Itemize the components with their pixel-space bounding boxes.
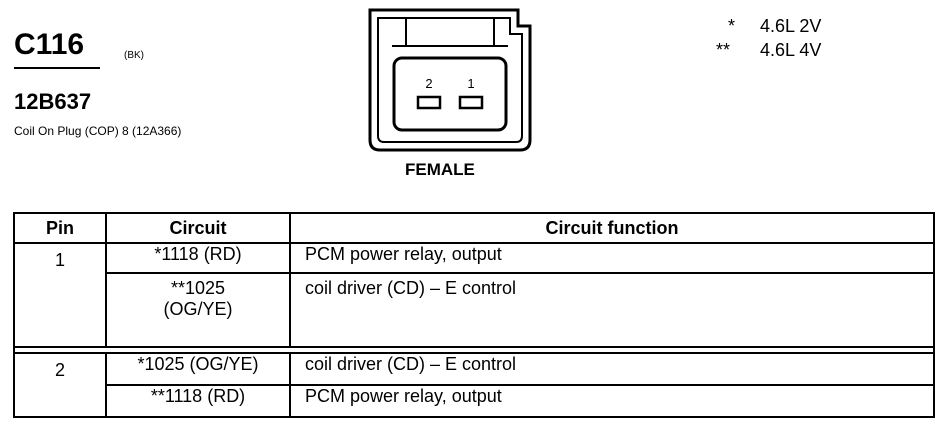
connector-color: (BK): [124, 50, 144, 61]
connector-id: C116: [14, 28, 85, 61]
engine-legend: * 4.6L 2V ** 4.6L 4V: [716, 14, 821, 62]
component-description: Coil On Plug (COP) 8 (12A366): [14, 124, 182, 138]
pin-label-2: 2: [425, 76, 432, 91]
pin-cell: 2: [13, 352, 107, 418]
table-header-row: Pin Circuit Circuit function: [13, 212, 935, 244]
table-separator: [13, 346, 935, 354]
connector-face-drawing: 2 1: [368, 8, 532, 152]
circuit-cell: *1025 (OG/YE): [105, 352, 291, 386]
header-pin: Pin: [13, 212, 107, 244]
table-row: **1118 (RD) PCM power relay, output: [14, 384, 935, 418]
legend-mark: *: [728, 15, 736, 36]
pin-table: Pin Circuit Circuit function 1 *1118 (RD…: [13, 212, 935, 418]
pin-cell: 1: [13, 242, 107, 348]
circuit-line: (OG/YE): [163, 299, 233, 319]
table-row: **1025 (OG/YE) coil driver (CD) – E cont…: [14, 272, 935, 348]
circuit-cell: **1118 (RD): [105, 384, 291, 418]
view-label: FEMALE: [405, 160, 475, 179]
pin-label-1: 1: [467, 76, 474, 91]
table-row: 1 *1118 (RD) PCM power relay, output: [13, 242, 935, 348]
circuit-cell: *1118 (RD): [105, 242, 291, 274]
legend-row: * 4.6L 2V: [716, 14, 821, 38]
header-circuit: Circuit: [105, 212, 291, 244]
header-circuit-function: Circuit function: [289, 212, 935, 244]
legend-mark: **: [716, 39, 731, 60]
part-number: 12B637: [14, 89, 92, 114]
separator-cell: [13, 346, 935, 354]
function-cell: coil driver (CD) – E control: [289, 272, 935, 348]
table-row: 2 *1025 (OG/YE) coil driver (CD) – E con…: [13, 352, 935, 418]
circuit-cell: **1025 (OG/YE): [105, 272, 291, 348]
legend-text: 4.6L 2V: [760, 15, 822, 36]
legend-row: ** 4.6L 4V: [716, 38, 821, 62]
circuit-line: **1025: [170, 278, 226, 298]
function-cell: coil driver (CD) – E control: [289, 352, 935, 386]
function-cell: PCM power relay, output: [289, 384, 935, 418]
legend-text: 4.6L 4V: [760, 39, 822, 60]
connector-id-underline: [14, 67, 100, 69]
function-cell: PCM power relay, output: [289, 242, 935, 274]
